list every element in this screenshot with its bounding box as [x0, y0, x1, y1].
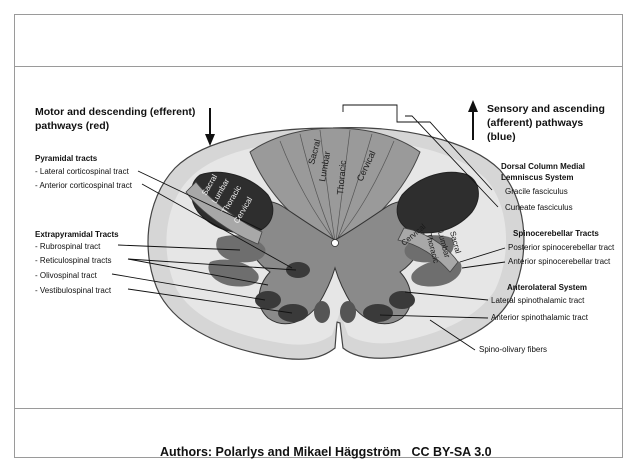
extrapyramidal-item-3: - Vestibulospinal tract — [35, 286, 111, 296]
credits: Authors: Polarlys and Mikael Häggström C… — [160, 445, 492, 459]
spino-olivary-tract — [363, 304, 393, 322]
right-heading-line-3: (blue) — [487, 131, 516, 144]
left-ventral-tract — [314, 301, 330, 323]
extrapyramidal-item-0: - Rubrospinal tract — [35, 242, 100, 252]
spinocerebellar-title: Spinocerebellar Tracts — [513, 229, 599, 239]
credits-license: CC BY-SA 3.0 — [411, 445, 491, 459]
anterolateral-title: Anterolateral System — [507, 283, 587, 293]
left-heading-line-1: Motor and descending (efferent) — [35, 106, 195, 119]
right-heading-line-1: Sensory and ascending — [487, 103, 605, 116]
credits-authors: Authors: Polarlys and Mikael Häggström — [160, 445, 401, 459]
spino-olivary-label: Spino-olivary fibers — [479, 345, 547, 355]
anterior-spinothalamic-tract — [389, 291, 415, 309]
ascending-arrow-icon — [468, 100, 478, 140]
descending-arrow-icon — [205, 108, 215, 146]
olivospinal-tract — [255, 291, 281, 309]
posterior-spinocerebellar-label: Posterior spinocerebellar tract — [508, 243, 614, 253]
pyramidal-item-1: - Anterior corticospinal tract — [35, 181, 132, 191]
left-heading-line-2: pathways (red) — [35, 120, 109, 133]
pyramidal-item-0: - Lateral corticospinal tract — [35, 167, 129, 177]
vestibulospinal-tract — [278, 304, 308, 322]
central-canal — [332, 240, 339, 247]
anterior-spinothalamic-label: Anterior spinothalamic tract — [491, 313, 588, 323]
cuneate-fasciculus-label: Cuneate fasciculus — [505, 203, 573, 213]
right-ventral-tract — [340, 301, 356, 323]
anterior-spinocerebellar-label: Anterior spinocerebellar tract — [508, 257, 610, 267]
pyramidal-title: Pyramidal tracts — [35, 154, 97, 164]
extrapyramidal-item-1: - Reticulospinal tracts — [35, 256, 111, 266]
right-heading-line-2: (afferent) pathways — [487, 117, 583, 130]
extrapyramidal-item-2: - Olivospinal tract — [35, 271, 97, 281]
lateral-spinothalamic-label: Lateral spinothalamic tract — [491, 296, 584, 306]
dorsal-column-title-line-2: Lemniscus System — [501, 173, 573, 183]
gracile-fasciculus-label: Gracile fasciculus — [505, 187, 568, 197]
extrapyramidal-title: Extrapyramidal Tracts — [35, 230, 119, 240]
dorsal-column-title-line-1: Dorsal Column Medial — [501, 162, 585, 172]
